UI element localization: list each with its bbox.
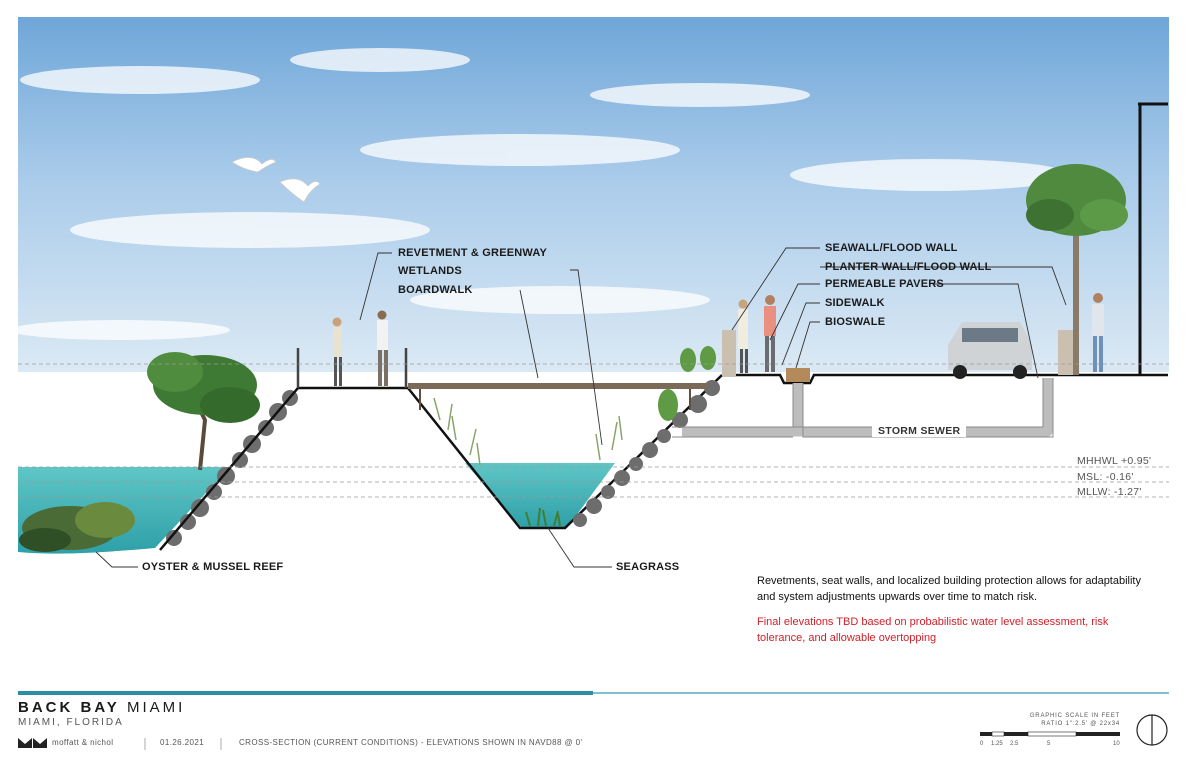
callout-seagrass: SEAGRASS bbox=[616, 561, 680, 573]
project-title-light: MIAMI bbox=[126, 699, 186, 716]
callout-storm-sewer: STORM SEWER bbox=[872, 425, 967, 437]
title-bar-accent bbox=[18, 691, 593, 695]
scale-tick-3: 5 bbox=[1047, 741, 1051, 747]
palm-tree bbox=[1026, 164, 1128, 375]
graphic-scale-bar bbox=[980, 731, 1120, 737]
leader-lines bbox=[95, 247, 1067, 568]
bioswale bbox=[786, 368, 810, 382]
person-man-right-1 bbox=[764, 295, 776, 372]
callout-revetment-greenway: REVETMENT & GREENWAY bbox=[398, 247, 548, 259]
oyster-mussel-reef bbox=[19, 502, 135, 552]
project-location: MIAMI, FLORIDA bbox=[18, 717, 124, 728]
egret-birds bbox=[231, 157, 321, 203]
scale-tick-2: 2.5 bbox=[1010, 741, 1019, 747]
north-arrow-icon bbox=[1136, 714, 1168, 746]
callout-boardwalk: BOARDWALK bbox=[398, 284, 473, 296]
person-woman-right bbox=[738, 299, 748, 373]
project-title: BACK BAY MIAMI bbox=[18, 699, 185, 716]
channel-rocks bbox=[573, 380, 720, 527]
person-man-left bbox=[377, 310, 388, 386]
project-title-bold: BACK BAY bbox=[18, 699, 120, 716]
seagrass-plants bbox=[525, 507, 561, 527]
callout-bioswale: BIOSWALE bbox=[825, 316, 886, 328]
car bbox=[948, 322, 1032, 379]
tide-lines bbox=[18, 363, 1169, 498]
firm-name: moffatt & nichol bbox=[52, 738, 114, 747]
callout-wetlands: WETLANDS bbox=[398, 265, 462, 277]
planter-wall bbox=[1058, 330, 1074, 375]
seawall bbox=[722, 330, 736, 376]
tide-label-mllw: MLLW: -1.27' bbox=[1077, 486, 1142, 498]
note-final-elevations: Final elevations TBD based on probabilis… bbox=[757, 616, 1109, 644]
scale-ratio: RATIO 1":2.5' @ 22x34 bbox=[1041, 721, 1120, 727]
scale-title: GRAPHIC SCALE IN FEET bbox=[1029, 713, 1120, 719]
scale-tick-4: 10 bbox=[1113, 741, 1120, 747]
callout-seawall: SEAWALL/FLOOD WALL bbox=[825, 242, 958, 254]
callout-planter-wall: PLANTER WALL/FLOOD WALL bbox=[825, 261, 992, 273]
callout-sidewalk: SIDEWALK bbox=[825, 297, 885, 309]
note-adaptability: Revetments, seat walls, and localized bu… bbox=[757, 575, 1141, 603]
clouds bbox=[10, 48, 1070, 340]
wetlands-water bbox=[465, 463, 615, 528]
callout-permeable-pavers: PERMEABLE PAVERS bbox=[825, 278, 944, 290]
drawing-description: CROSS-SECTION (CURRENT CONDITIONS) - ELE… bbox=[239, 738, 583, 747]
tide-label-msl: MSL: -0.16' bbox=[1077, 471, 1134, 483]
footer-dividers bbox=[144, 738, 222, 750]
mangrove-tree bbox=[147, 352, 260, 471]
drawing-date: 01.26.2021 bbox=[160, 738, 205, 747]
wetland-grasses bbox=[433, 397, 623, 466]
scale-tick-0: 0 bbox=[980, 741, 984, 747]
tide-label-mhhwl: MHHWL +0.95' bbox=[1077, 455, 1152, 467]
boardwalk bbox=[408, 383, 708, 410]
scale-tick-1: 1.25 bbox=[991, 741, 1003, 747]
people bbox=[332, 293, 1104, 386]
person-woman-left bbox=[332, 317, 342, 386]
person-man-right-2 bbox=[1092, 293, 1104, 372]
title-bar-line bbox=[593, 692, 1169, 694]
callout-oyster-reef: OYSTER & MUSSEL REEF bbox=[142, 561, 284, 573]
revetment-mound bbox=[0, 375, 1168, 702]
moffatt-nichol-logo-icon bbox=[18, 738, 47, 748]
greenway-lamp-posts bbox=[296, 348, 408, 388]
